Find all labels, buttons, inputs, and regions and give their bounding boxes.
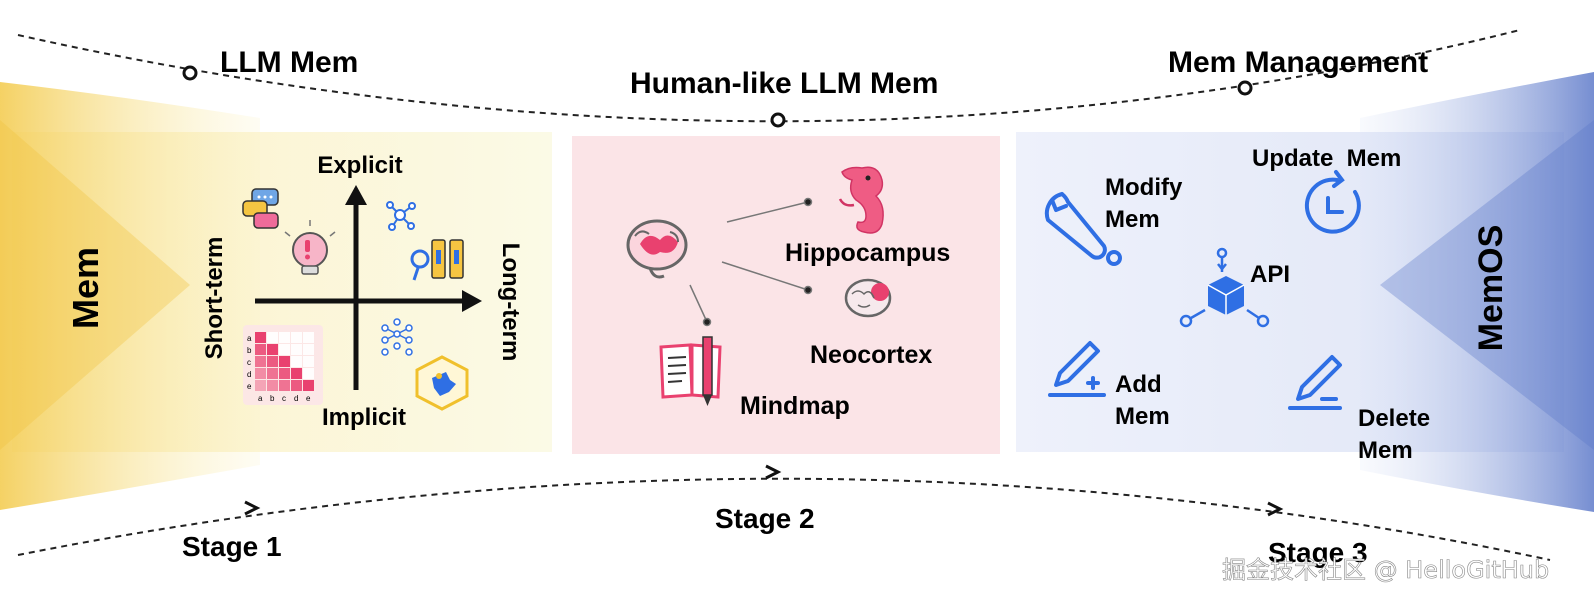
- matrix-cell: [291, 356, 302, 367]
- mem-label: Mem: [65, 247, 106, 329]
- axis-label-implicit: Implicit: [322, 404, 406, 431]
- matrix-row-label: d: [247, 370, 251, 379]
- stage2-panel: [572, 136, 1000, 454]
- matrix-cell: [267, 356, 278, 367]
- watermark: 掘金技术社区 @ HelloGitHub: [1222, 556, 1549, 584]
- neocortex-label: Neocortex: [810, 341, 932, 369]
- label-line: Delete: [1358, 405, 1430, 432]
- label-line: Mem: [1358, 437, 1413, 464]
- matrix-cell: [267, 332, 278, 343]
- chevron-icon: [1267, 501, 1284, 517]
- axis-label-short-term: Short-term: [201, 237, 228, 360]
- matrix-cell: [291, 344, 302, 355]
- matrix-cell: [267, 368, 278, 379]
- memos-label: MemOS: [1472, 225, 1510, 352]
- matrix-cell: [303, 380, 314, 391]
- matrix-cell: [303, 332, 314, 343]
- matrix-cell: [267, 344, 278, 355]
- left-funnel: [0, 82, 260, 510]
- matrix-cell: [255, 356, 266, 367]
- matrix-cell: [267, 380, 278, 391]
- matrix-cell: [303, 368, 314, 379]
- add-pen-icon: [1048, 341, 1106, 397]
- matrix-col-label: d: [294, 394, 298, 403]
- background-band: [0, 72, 1594, 512]
- stage1-title: LLM Mem: [220, 46, 358, 79]
- milestone-dot-1: [182, 65, 198, 81]
- api-cube-icon: [1179, 247, 1270, 328]
- chevron-icon: [244, 500, 261, 516]
- right-funnel: [1360, 72, 1594, 512]
- matrix-col-label: a: [258, 394, 263, 403]
- neural-network-icon: [381, 318, 413, 356]
- api-label: API: [1250, 261, 1290, 288]
- matrix-cell: [255, 368, 266, 379]
- label-line: Mem: [1105, 206, 1160, 233]
- mindmap-label: Mindmap: [740, 392, 850, 420]
- matrix-row-label: c: [247, 358, 251, 367]
- matrix-col-label: b: [270, 394, 275, 403]
- matrix-cell: [279, 344, 290, 355]
- connector-lines: [689, 197, 813, 327]
- brain-icon: [626, 219, 688, 279]
- stage2-title: Human-like LLM Mem: [630, 67, 938, 100]
- matrix-cell: [291, 380, 302, 391]
- axis-label-long-term: Long-term: [497, 243, 524, 362]
- axis-label-explicit: Explicit: [317, 152, 402, 179]
- stage3-title: Mem Management: [1168, 46, 1428, 79]
- wrench-icon: [1044, 192, 1122, 266]
- label-line: Add: [1115, 371, 1162, 398]
- refresh-clock-icon: [1304, 170, 1361, 234]
- milestone-dot-2: [770, 112, 786, 128]
- delete-pen-icon: [1288, 355, 1342, 410]
- quadrant-axes: [255, 185, 482, 390]
- stage3-label: Stage 3: [1268, 537, 1368, 568]
- matrix-cell: [303, 344, 314, 355]
- label-line: Modify: [1105, 174, 1183, 201]
- milestone-dot-3: [1237, 80, 1253, 96]
- neocortex-icon: [844, 278, 892, 318]
- matrix-cell: [279, 380, 290, 391]
- seahorse-icon: [838, 166, 884, 234]
- matrix-row-label: b: [247, 346, 252, 355]
- matrix-row-label: e: [247, 382, 252, 391]
- matrix-cell: [303, 356, 314, 367]
- matrix-cell: [279, 368, 290, 379]
- matrix-cell: [279, 356, 290, 367]
- bottom-dashed-arc: [17, 477, 1551, 561]
- mindmap-book-icon: [659, 336, 722, 406]
- puzzle-hexagon-icon: [415, 355, 469, 411]
- matrix-cell: [279, 332, 290, 343]
- matrix-col-label: e: [306, 394, 311, 403]
- network-nodes-icon: [386, 201, 416, 231]
- chat-bubbles-icon: [242, 188, 279, 229]
- stage2-label: Stage 2: [715, 503, 815, 534]
- hippocampus-label: Hippocampus: [785, 239, 950, 267]
- stage1-label: Stage 1: [182, 531, 282, 562]
- update-mem-label: Update Mem: [1252, 145, 1401, 172]
- matrix-col-label: c: [282, 394, 286, 403]
- chevron-icon: [765, 464, 782, 480]
- lightbulb-icon: [284, 220, 336, 275]
- matrix-cell: [255, 380, 266, 391]
- label-line: Mem: [1115, 403, 1170, 430]
- matrix-cell: [255, 344, 266, 355]
- matrix-cell: [291, 332, 302, 343]
- search-folders-icon: [410, 239, 464, 281]
- matrix-cell: [291, 368, 302, 379]
- matrix-row-label: a: [247, 334, 252, 343]
- matrix-cell: [255, 332, 266, 343]
